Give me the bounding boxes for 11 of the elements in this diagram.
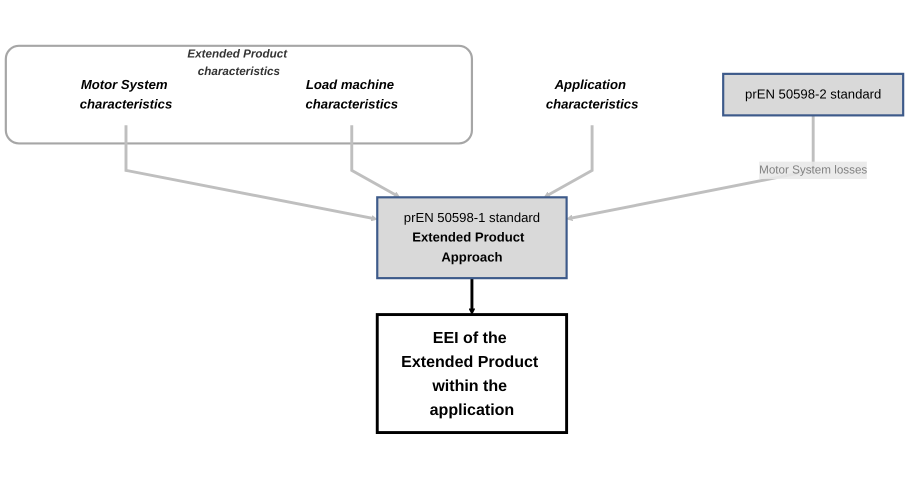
node-box: prEN 50598-1 standard Extended Product Approach	[376, 196, 568, 280]
arrow	[468, 278, 476, 315]
node-text: Application characteristics	[546, 76, 638, 112]
node-box: EEI of the Extended Product within the application	[376, 312, 568, 434]
node-text: Motor System characteristics	[80, 76, 172, 112]
node-box: prEN 50598-2 standard	[722, 72, 904, 116]
arrow	[544, 125, 594, 198]
arrow	[124, 125, 378, 222]
node-text: Load machine characteristics	[305, 76, 398, 112]
arrow	[350, 125, 400, 198]
edge-label: Motor System losses	[759, 164, 868, 176]
